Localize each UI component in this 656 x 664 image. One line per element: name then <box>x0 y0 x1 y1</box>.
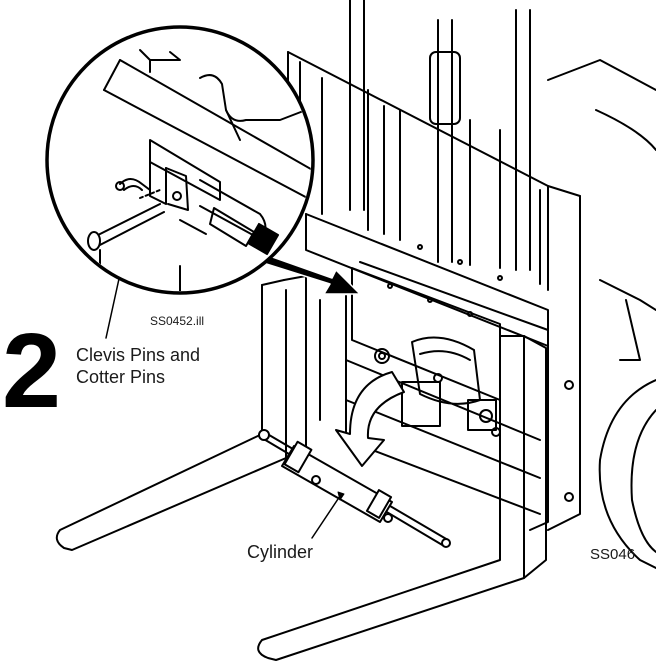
cylinder-label: Cylinder <box>247 542 314 562</box>
clevis-pins-label: Clevis Pins and <box>76 345 201 365</box>
detail-pointer-arrow <box>259 253 361 295</box>
mast-uprights <box>349 0 531 271</box>
cylinder-leader-line <box>311 495 341 539</box>
truck-body <box>547 59 656 569</box>
detail-reference-label: SS0452.ill <box>150 314 205 328</box>
step-number: 2 <box>2 312 61 430</box>
detail-magnifier <box>45 25 315 295</box>
right-fork <box>257 335 547 661</box>
load-backrest <box>287 51 549 291</box>
carriage <box>305 185 581 531</box>
cylinder-mount <box>374 336 501 437</box>
cotter-pins-label: Cotter Pins <box>76 367 166 387</box>
removed-cylinder <box>258 429 451 548</box>
figure-reference-label: SS046 <box>590 546 636 563</box>
removal-arrow <box>335 371 405 467</box>
